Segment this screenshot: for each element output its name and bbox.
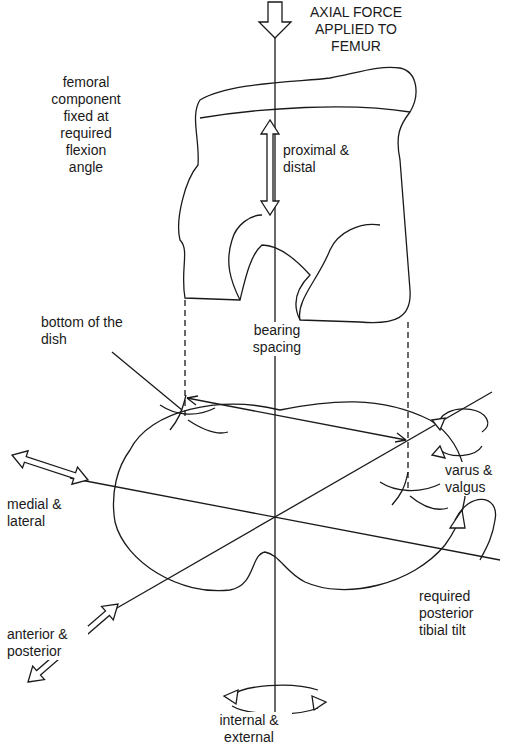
dish-line: [392, 472, 408, 505]
force-label: AXIAL FORCE APPLIED TO FEMUR: [298, 4, 414, 55]
direction-label: proximal & distal: [282, 142, 368, 176]
femoral-component: [179, 67, 416, 322]
tilt-arrow: [455, 499, 496, 560]
dimension-head: [395, 433, 406, 442]
direction-label: varus & valgus: [444, 462, 514, 496]
arrowhead: [432, 418, 445, 430]
femoral-edge: [300, 224, 380, 320]
rotation-arrow: [440, 446, 482, 456]
dish-line: [160, 405, 215, 414]
dish-line: [410, 496, 448, 509]
tibial-tray: [113, 402, 465, 591]
hollow-arrow: [12, 451, 88, 484]
direction-label: anterior & posterior: [6, 626, 88, 660]
arrowhead: [224, 690, 238, 704]
femoral-edge: [229, 215, 262, 300]
dish-line: [380, 482, 440, 491]
arrowhead: [450, 510, 465, 528]
direction-label: required posterior tibial tilt: [418, 588, 500, 639]
dish-line: [170, 395, 186, 430]
dimension-head: [187, 396, 198, 405]
vertical-axis: [274, 38, 275, 742]
arrowhead: [432, 446, 445, 458]
rotation-arrow: [232, 685, 318, 696]
dish-line: [188, 420, 228, 433]
dimension-line: [187, 398, 406, 440]
callout-label: bottom of the dish: [40, 314, 146, 348]
projection-line: [184, 300, 185, 418]
anterior-posterior-axis: [110, 392, 492, 612]
arrowhead: [312, 696, 326, 710]
hollow-arrow: [261, 120, 279, 215]
femoral-edge: [200, 107, 410, 118]
direction-label: medial & lateral: [6, 496, 76, 530]
projection-line: [407, 322, 408, 492]
dimension-label: bearing spacing: [240, 322, 314, 356]
component-label: femoral component fixed at required flex…: [46, 74, 126, 176]
leader-line: [112, 352, 182, 410]
rotation-arrow: [440, 409, 488, 432]
direction-label: internal & external: [206, 712, 292, 746]
hollow-arrow: [259, 2, 291, 38]
